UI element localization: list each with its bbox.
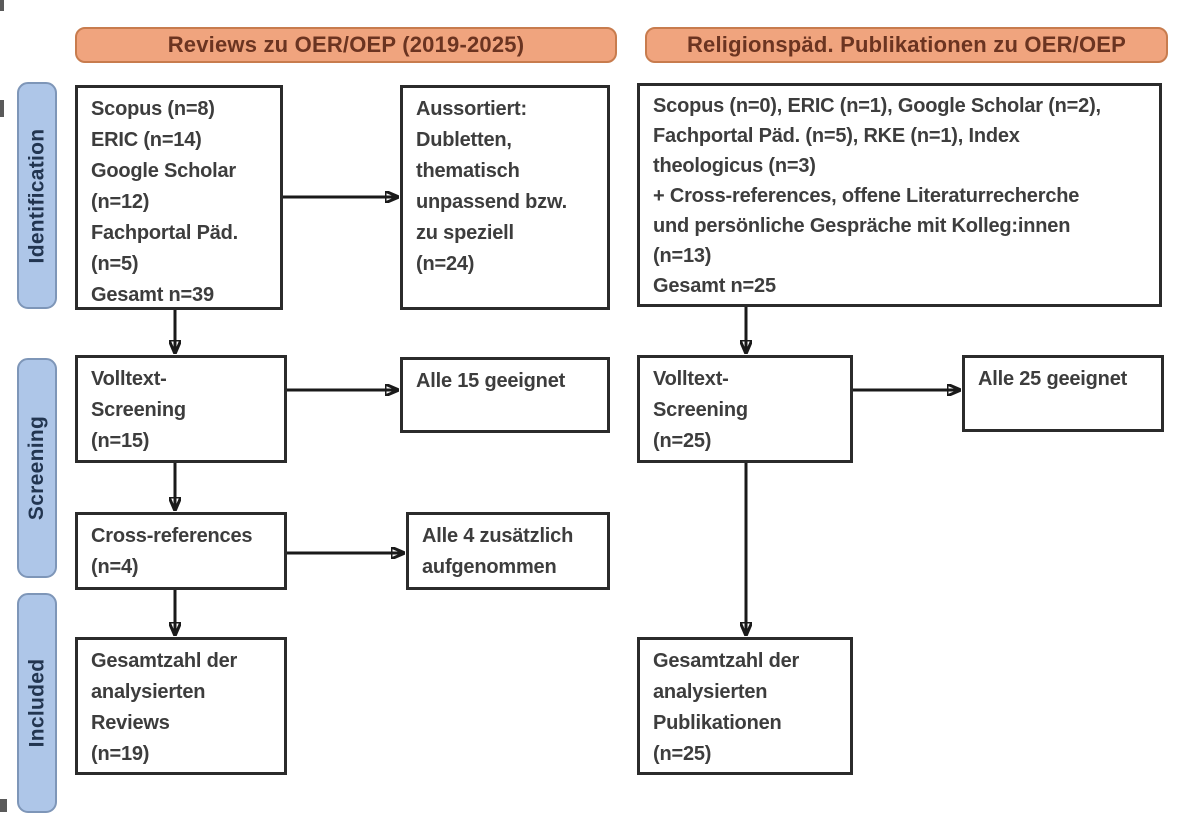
box-right-fulltext-screening: Volltext- Screening (n=25)	[637, 355, 853, 463]
stage-label-identification-text: Identification	[25, 128, 48, 263]
box-right-sources: Scopus (n=0), ERIC (n=1), Google Scholar…	[637, 83, 1162, 307]
box-left-included-total: Gesamtzahl der analysierten Reviews (n=1…	[75, 637, 287, 775]
scan-artifact	[0, 0, 4, 11]
stage-label-screening-text: Screening	[25, 415, 49, 521]
box-left-fulltext-result: Alle 15 geeignet	[400, 357, 610, 433]
box-right-fulltext-result: Alle 25 geeignet	[962, 355, 1164, 432]
box-left-fulltext-screening: Volltext- Screening (n=15)	[75, 355, 287, 463]
stage-label-included-text: Included	[25, 658, 48, 748]
stage-label-included: Included	[17, 593, 57, 813]
stage-label-screening: Screening	[17, 358, 57, 578]
scan-artifact	[0, 100, 4, 117]
box-left-excluded: Aussortiert: Dubletten, thematisch unpas…	[400, 85, 610, 310]
stage-label-identification: Identification	[17, 82, 57, 309]
box-right-included-total: Gesamtzahl der analysierten Publikatione…	[637, 637, 853, 775]
box-left-sources: Scopus (n=8) ERIC (n=14) Google Scholar …	[75, 85, 283, 310]
box-left-crossref-result: Alle 4 zusätzlich aufgenommen	[406, 512, 610, 590]
box-left-crossreferences: Cross-references (n=4)	[75, 512, 287, 590]
scan-artifact	[0, 799, 7, 812]
column-header-religionspaed: Religionspäd. Publikationen zu OER/OEP	[645, 27, 1168, 63]
column-header-reviews: Reviews zu OER/OEP (2019-2025)	[75, 27, 617, 63]
